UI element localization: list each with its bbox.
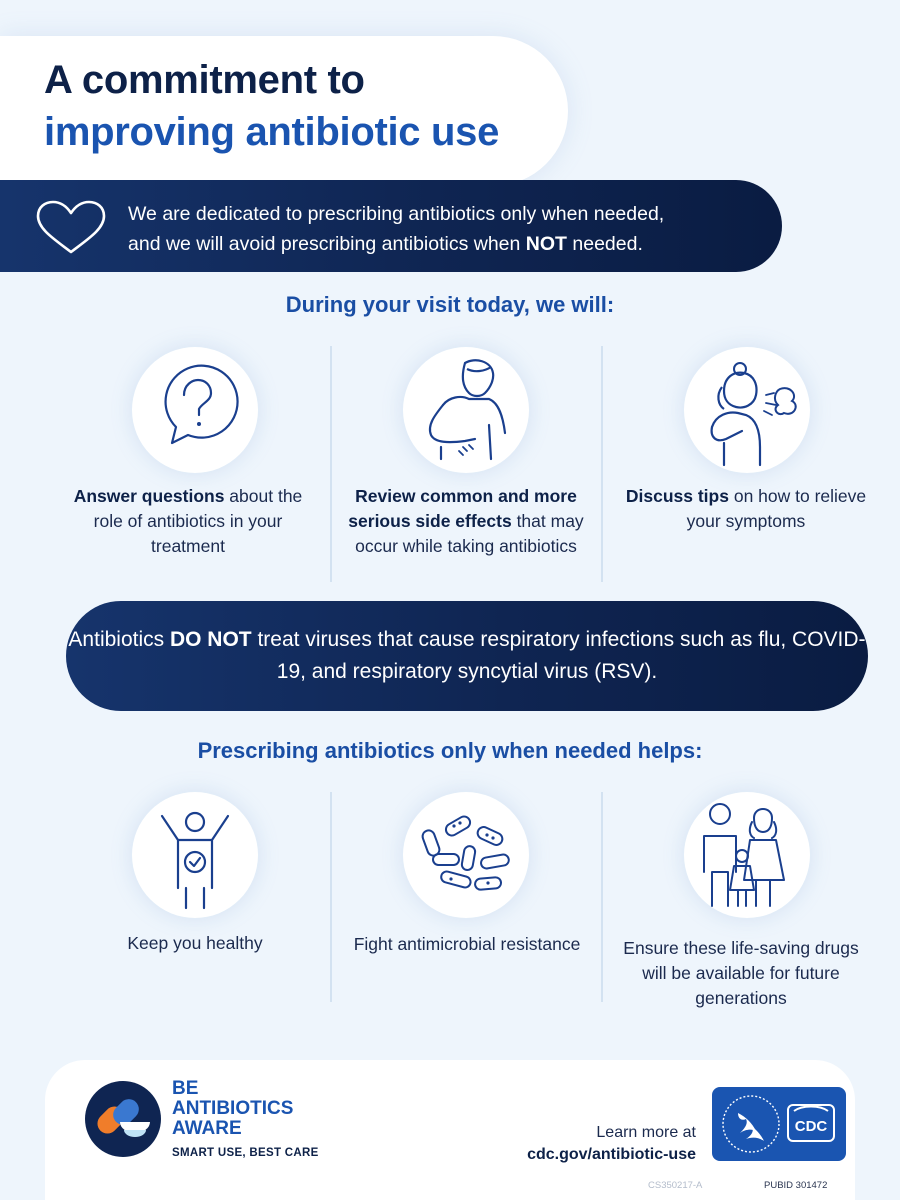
page-title-line2: improving antibiotic use	[44, 110, 500, 154]
visit-icon-circle-3	[684, 347, 810, 473]
virus-notice-do-not: DO NOT	[169, 628, 252, 651]
healthy-person-icon	[160, 811, 230, 910]
visit-caption-3-text: on how to relieve your symptoms	[686, 486, 867, 531]
commitment-line2: and we will avoid prescribing antibiotic…	[128, 229, 768, 259]
bacteria-icon	[421, 815, 510, 891]
virus-notice-banner	[66, 601, 868, 711]
visit-divider-1	[330, 346, 332, 582]
commitment-banner	[0, 180, 782, 272]
visit-icon-circle-2	[403, 347, 529, 473]
visit-caption-3-bold: Discuss tips	[625, 486, 729, 506]
cdc-url-link[interactable]: cdc.gov/antibiotic-use	[527, 1146, 696, 1163]
be-antibiotics-aware-logo-icon	[85, 1081, 161, 1157]
helps-icon-circle-2	[403, 792, 529, 918]
visit-heading: During your visit today, we will:	[285, 292, 615, 317]
helps-divider-1	[330, 792, 332, 1002]
commitment-line1: We are dedicated to prescribing antibiot…	[128, 203, 665, 225]
logo-line2: ANTIBIOTICS	[172, 1098, 294, 1119]
commitment-line2-post: needed.	[566, 233, 643, 255]
helps-caption-1: Keep you healthy	[127, 933, 263, 953]
visit-caption-3: Discuss tips on how to relieve your symp…	[621, 484, 871, 534]
pubid-code: PUBID 301472	[764, 1180, 828, 1191]
title-card	[0, 36, 568, 186]
virus-notice-pre: Antibiotics	[68, 628, 170, 651]
logo-line3: AWARE	[172, 1118, 242, 1139]
helps-heading: Prescribing antibiotics only when needed…	[197, 738, 703, 763]
question-bubble-icon	[164, 364, 239, 445]
page-title-line1: A commitment to	[44, 58, 365, 102]
visit-caption-1: Answer questions about the role of antib…	[63, 484, 313, 559]
hhs-cdc-logo: CDC	[712, 1087, 846, 1161]
hhs-eagle-seal-icon: CDC	[722, 1095, 835, 1153]
logo-wordmark: BE ANTIBIOTICS AWARE	[172, 1079, 293, 1139]
visit-caption-2: Review common and more serious side effe…	[341, 484, 591, 559]
girl-coughing-icon	[710, 362, 797, 467]
cdc-label: CDC	[795, 1118, 828, 1135]
helps-divider-2	[601, 792, 603, 1002]
person-stomach-ache-icon	[428, 359, 507, 461]
logo-tagline: SMART USE, BEST CARE	[172, 1147, 319, 1159]
learn-more-text: Learn more at	[596, 1124, 696, 1141]
helps-icon-circle-3	[684, 792, 810, 918]
heart-icon	[36, 200, 106, 254]
publication-code: CS350217-A	[648, 1180, 703, 1191]
virus-notice-post: treat viruses that cause respiratory inf…	[251, 628, 866, 683]
family-icon	[703, 803, 785, 907]
visit-caption-1-text: about the role of antibiotics in your tr…	[93, 486, 303, 556]
commitment-line2-pre: and we will avoid prescribing antibiotic…	[128, 233, 526, 255]
commitment-text: We are dedicated to prescribing antibiot…	[128, 199, 768, 259]
visit-caption-2-bold: Review common and more serious side effe…	[348, 486, 577, 531]
helps-icon-circle-1	[132, 792, 258, 918]
logo-line1: BE	[172, 1078, 199, 1099]
visit-icon-circle-1	[132, 347, 258, 473]
commitment-not: NOT	[525, 233, 567, 255]
visit-divider-2	[601, 346, 603, 582]
virus-notice-text: Antibiotics DO NOT treat viruses that ca…	[66, 624, 868, 688]
visit-caption-2-text: that may occur while taking antibiotics	[355, 511, 584, 556]
helps-caption-3: Ensure these life-saving drugs will be a…	[623, 938, 859, 1008]
visit-caption-1-bold: Answer questions	[73, 486, 225, 506]
helps-caption-2: Fight antimicrobial resistance	[353, 934, 581, 954]
